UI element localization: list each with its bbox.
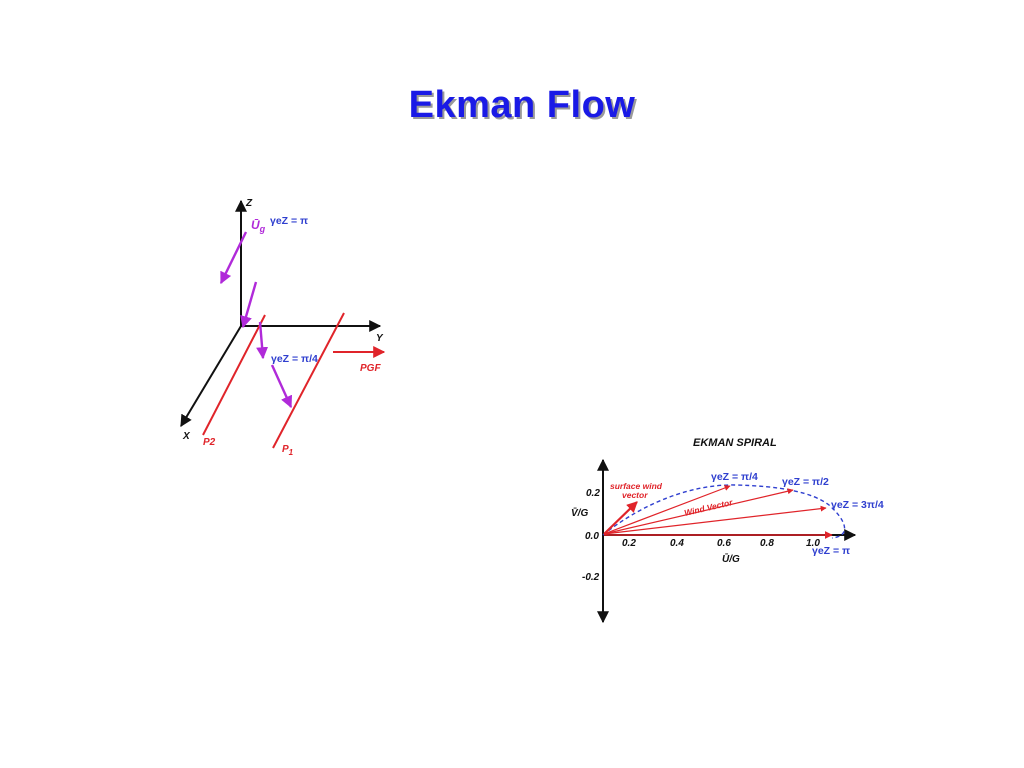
spiral-title: EKMAN SPIRAL: [693, 437, 777, 449]
gamma-pi-spiral-label: γeZ = π: [812, 545, 850, 557]
wind-arrow-mid: [240, 281, 258, 329]
y-tick: 0.2: [586, 488, 600, 499]
gamma-pi-label: γeZ = π: [270, 215, 308, 227]
isobar-p1: [272, 312, 345, 449]
ug-label: Ūg: [251, 218, 266, 234]
z-axis-label: Z: [245, 198, 253, 209]
pgf-label: PGF: [360, 363, 381, 374]
y-tick: 0.0: [585, 531, 599, 542]
ekman-spiral-diagram: EKMAN SPIRAL V̄/G Ū/G 0.2 0.0 -0.2 0.2 0…: [571, 437, 884, 624]
x-tick: 0.6: [717, 538, 731, 549]
u-axis-label: Ū/G: [722, 553, 740, 565]
surface-wind-vector: [603, 501, 638, 535]
p1-label: P1: [282, 444, 294, 457]
y-axis-label: Y: [376, 333, 384, 344]
gamma-pi4-label: γeZ = π/4: [271, 353, 318, 365]
surface-wind-label-1: surface wind: [610, 481, 663, 491]
x-axis-label: X: [182, 431, 191, 442]
wind-arrow-low: [270, 364, 293, 409]
gamma-pi4-spiral-label: γeZ = π/4: [711, 471, 758, 483]
x-axis: [180, 325, 242, 428]
wind-arrow-near: [256, 321, 269, 360]
isobar-p2: [202, 314, 266, 436]
slide-title: Ekman Flow: [408, 84, 636, 126]
wind-vector-3pi4: [603, 505, 827, 535]
x-tick: 1.0: [806, 538, 820, 549]
ekman-3d-diagram: Z Y X P2 P1 PGF Ūg γeZ = π γeZ = π/4: [180, 198, 386, 457]
y-tick: -0.2: [582, 572, 600, 583]
x-tick: 0.2: [622, 538, 636, 549]
x-tick: 0.4: [670, 538, 684, 549]
wind-vector-pi2: [603, 488, 794, 535]
spiral-curve: [602, 484, 846, 539]
v-axis-label: V̄/G: [571, 507, 588, 519]
gamma-3pi4-spiral-label: γeZ = 3π/4: [831, 499, 884, 511]
x-tick: 0.8: [760, 538, 774, 549]
p2-label: P2: [203, 437, 216, 448]
wind-vector-label: Wind Vector: [683, 497, 734, 518]
surface-wind-label-2: vector: [622, 490, 648, 500]
wind-vector-pi4: [603, 485, 731, 535]
wind-arrow-top: [219, 231, 248, 285]
gamma-pi2-spiral-label: γeZ = π/2: [782, 476, 829, 488]
